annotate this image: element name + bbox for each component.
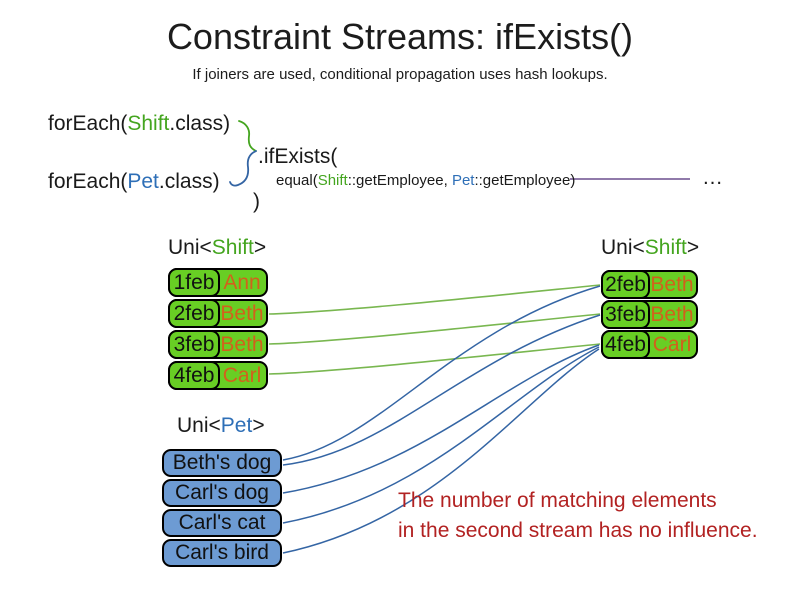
shift-date-cell: 4feb	[601, 330, 650, 359]
uni-shift-right-label: Uni<Shift>	[601, 236, 699, 259]
class-name-shift: Shift	[127, 112, 170, 135]
note-line-2: in the second stream has no influence.	[398, 519, 758, 542]
match-line-carls-bird-4feb	[282, 348, 600, 554]
shift-row: 1feb Ann	[168, 268, 268, 297]
code-text: equal(	[276, 172, 318, 189]
shift-date-cell: 3feb	[168, 330, 220, 359]
pet-row: Carl's bird	[162, 539, 282, 567]
label-text: Uni<	[177, 414, 221, 437]
shift-date-cell: 1feb	[168, 268, 220, 297]
shift-row: 3feb Beth	[168, 330, 268, 359]
match-line-3feb-3feb	[268, 313, 601, 345]
brace-lower-curve-icon	[229, 150, 257, 187]
label-text: >	[253, 236, 267, 259]
match-line-carls-cat-4feb	[282, 346, 600, 524]
code-text: .class)	[158, 170, 220, 193]
code-close-paren: )	[253, 190, 260, 213]
class-name-pet: Pet	[451, 172, 475, 189]
brace-upper-curve-icon	[238, 120, 257, 152]
note-text: The number of matching elements in the s…	[398, 486, 758, 546]
label-text: Uni<	[601, 236, 645, 259]
slide-title: Constraint Streams: ifExists()	[166, 16, 634, 57]
code-text: .class)	[169, 112, 231, 135]
label-type-pet: Pet	[220, 414, 253, 437]
match-line-4feb-4feb	[268, 343, 601, 375]
shift-employee-cell: Beth	[220, 301, 264, 325]
class-name-pet: Pet	[127, 170, 159, 193]
shift-employee-cell: Beth	[220, 332, 264, 356]
slide-subtitle: If joiners are used, conditional propaga…	[192, 66, 608, 83]
shift-date-cell: 2feb	[601, 270, 650, 299]
shift-employee-cell: Carl	[652, 332, 692, 356]
shift-row: 4feb Carl	[601, 330, 698, 359]
match-line-beths-dog-3feb	[282, 314, 601, 466]
label-text: Uni<	[168, 236, 212, 259]
label-text: >	[686, 236, 700, 259]
match-line-carls-dog-4feb	[282, 344, 600, 494]
pet-row: Carl's dog	[162, 479, 282, 507]
code-ellipsis: …	[702, 166, 723, 189]
match-line-beths-dog-2feb	[282, 285, 601, 461]
shift-employee-cell: Beth	[650, 302, 694, 326]
code-equal-joiner: equal(Shift::getEmployee, Pet::getEmploy…	[276, 172, 575, 189]
code-text: forEach(	[48, 112, 128, 135]
shift-row: 2feb Beth	[168, 299, 268, 328]
uni-pet-label: Uni<Pet>	[177, 414, 265, 437]
code-text: forEach(	[48, 170, 128, 193]
code-foreach-pet: forEach(Pet.class)	[48, 170, 220, 193]
shift-date-cell: 4feb	[168, 361, 220, 390]
pet-row: Carl's cat	[162, 509, 282, 537]
match-line-2feb-2feb	[268, 284, 601, 315]
label-type-shift: Shift	[644, 236, 687, 259]
uni-shift-left-label: Uni<Shift>	[168, 236, 266, 259]
shift-employee-cell: Ann	[223, 270, 261, 294]
label-text: >	[252, 414, 265, 437]
shift-employee-cell: Beth	[650, 272, 694, 296]
code-text: ::getEmployee,	[347, 172, 452, 189]
note-line-1: The number of matching elements	[398, 489, 717, 512]
code-foreach-shift: forEach(Shift.class)	[48, 112, 230, 135]
shift-row: 4feb Carl	[168, 361, 268, 390]
shift-row: 2feb Beth	[601, 270, 698, 299]
shift-employee-cell: Carl	[222, 363, 262, 387]
shift-date-cell: 3feb	[601, 300, 650, 329]
label-type-shift: Shift	[211, 236, 254, 259]
code-text: ::getEmployee)	[474, 172, 576, 189]
code-ifexists: .ifExists(	[258, 145, 338, 168]
shift-date-cell: 2feb	[168, 299, 220, 328]
pet-row: Beth's dog	[162, 449, 282, 477]
shift-row: 3feb Beth	[601, 300, 698, 329]
class-name-shift: Shift	[317, 172, 348, 189]
